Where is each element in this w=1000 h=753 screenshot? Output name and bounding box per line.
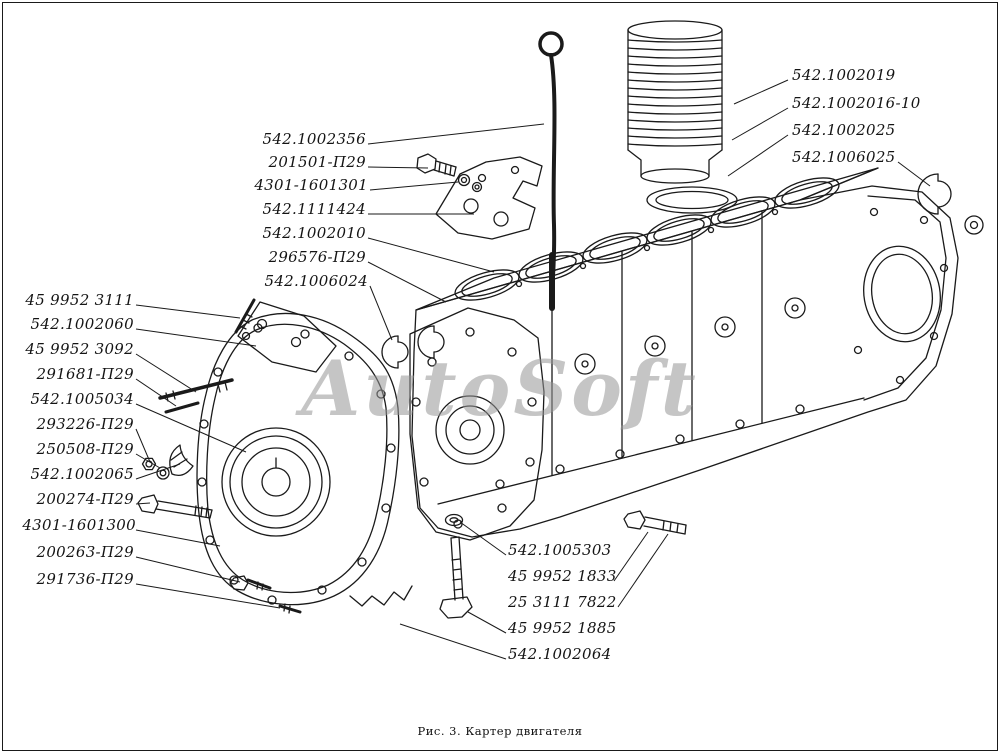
small-parts-left-drawing <box>137 298 302 614</box>
part-number-label: 542.1006024 <box>264 272 368 290</box>
part-number-label: 542.1002065 <box>30 465 134 483</box>
part-number-label: 4301-1601300 <box>22 516 136 534</box>
part-number-label: 200263-П29 <box>36 543 134 561</box>
part-number-label: 25 3111 7822 <box>508 593 617 611</box>
oil-dipstick-drawing <box>538 31 564 311</box>
part-number-label: 45 9952 1885 <box>508 619 617 637</box>
part-number-label: 45 9952 3092 <box>25 340 134 358</box>
part-number-label: 201501-П29 <box>268 153 366 171</box>
timing-cover-drawing <box>196 301 413 607</box>
cylinder-liner-drawing <box>627 20 738 214</box>
part-number-label: 45 9952 1833 <box>508 567 617 585</box>
part-number-label: 542.1002060 <box>30 315 134 333</box>
part-number-label: 296576-П29 <box>268 248 366 266</box>
bracket-and-fasteners-drawing <box>416 153 543 240</box>
part-number-label: 542.1005303 <box>508 541 612 559</box>
leader-lines <box>135 79 931 660</box>
part-number-label: 542.1002019 <box>792 66 896 84</box>
part-number-label: 291736-П29 <box>36 570 134 588</box>
part-number-label: 200274-П29 <box>36 490 134 508</box>
part-number-label: 542.1111424 <box>262 200 366 218</box>
figure-caption: Рис. 3. Картер двигателя <box>417 724 583 738</box>
part-number-label: 45 9952 3111 <box>25 291 134 309</box>
part-number-label: 542.1005034 <box>30 390 134 408</box>
bottom-fasteners-drawing <box>439 510 687 619</box>
part-number-label: 542.1002025 <box>792 121 896 139</box>
engine-block-drawing <box>409 167 959 541</box>
part-number-label: 542.1006025 <box>792 148 896 166</box>
part-number-label: 542.1002010 <box>262 224 366 242</box>
part-number-label: 293226-П29 <box>36 415 134 433</box>
part-number-label: 542.1002016-10 <box>792 94 921 112</box>
part-number-label: 4301-1601301 <box>254 176 368 194</box>
part-number-label: 291681-П29 <box>36 365 134 383</box>
part-number-label: 250508-П29 <box>36 440 134 458</box>
part-number-label: 542.1002356 <box>262 130 366 148</box>
part-number-label: 542.1002064 <box>508 645 612 663</box>
bearing-shells-drawing <box>381 173 984 369</box>
